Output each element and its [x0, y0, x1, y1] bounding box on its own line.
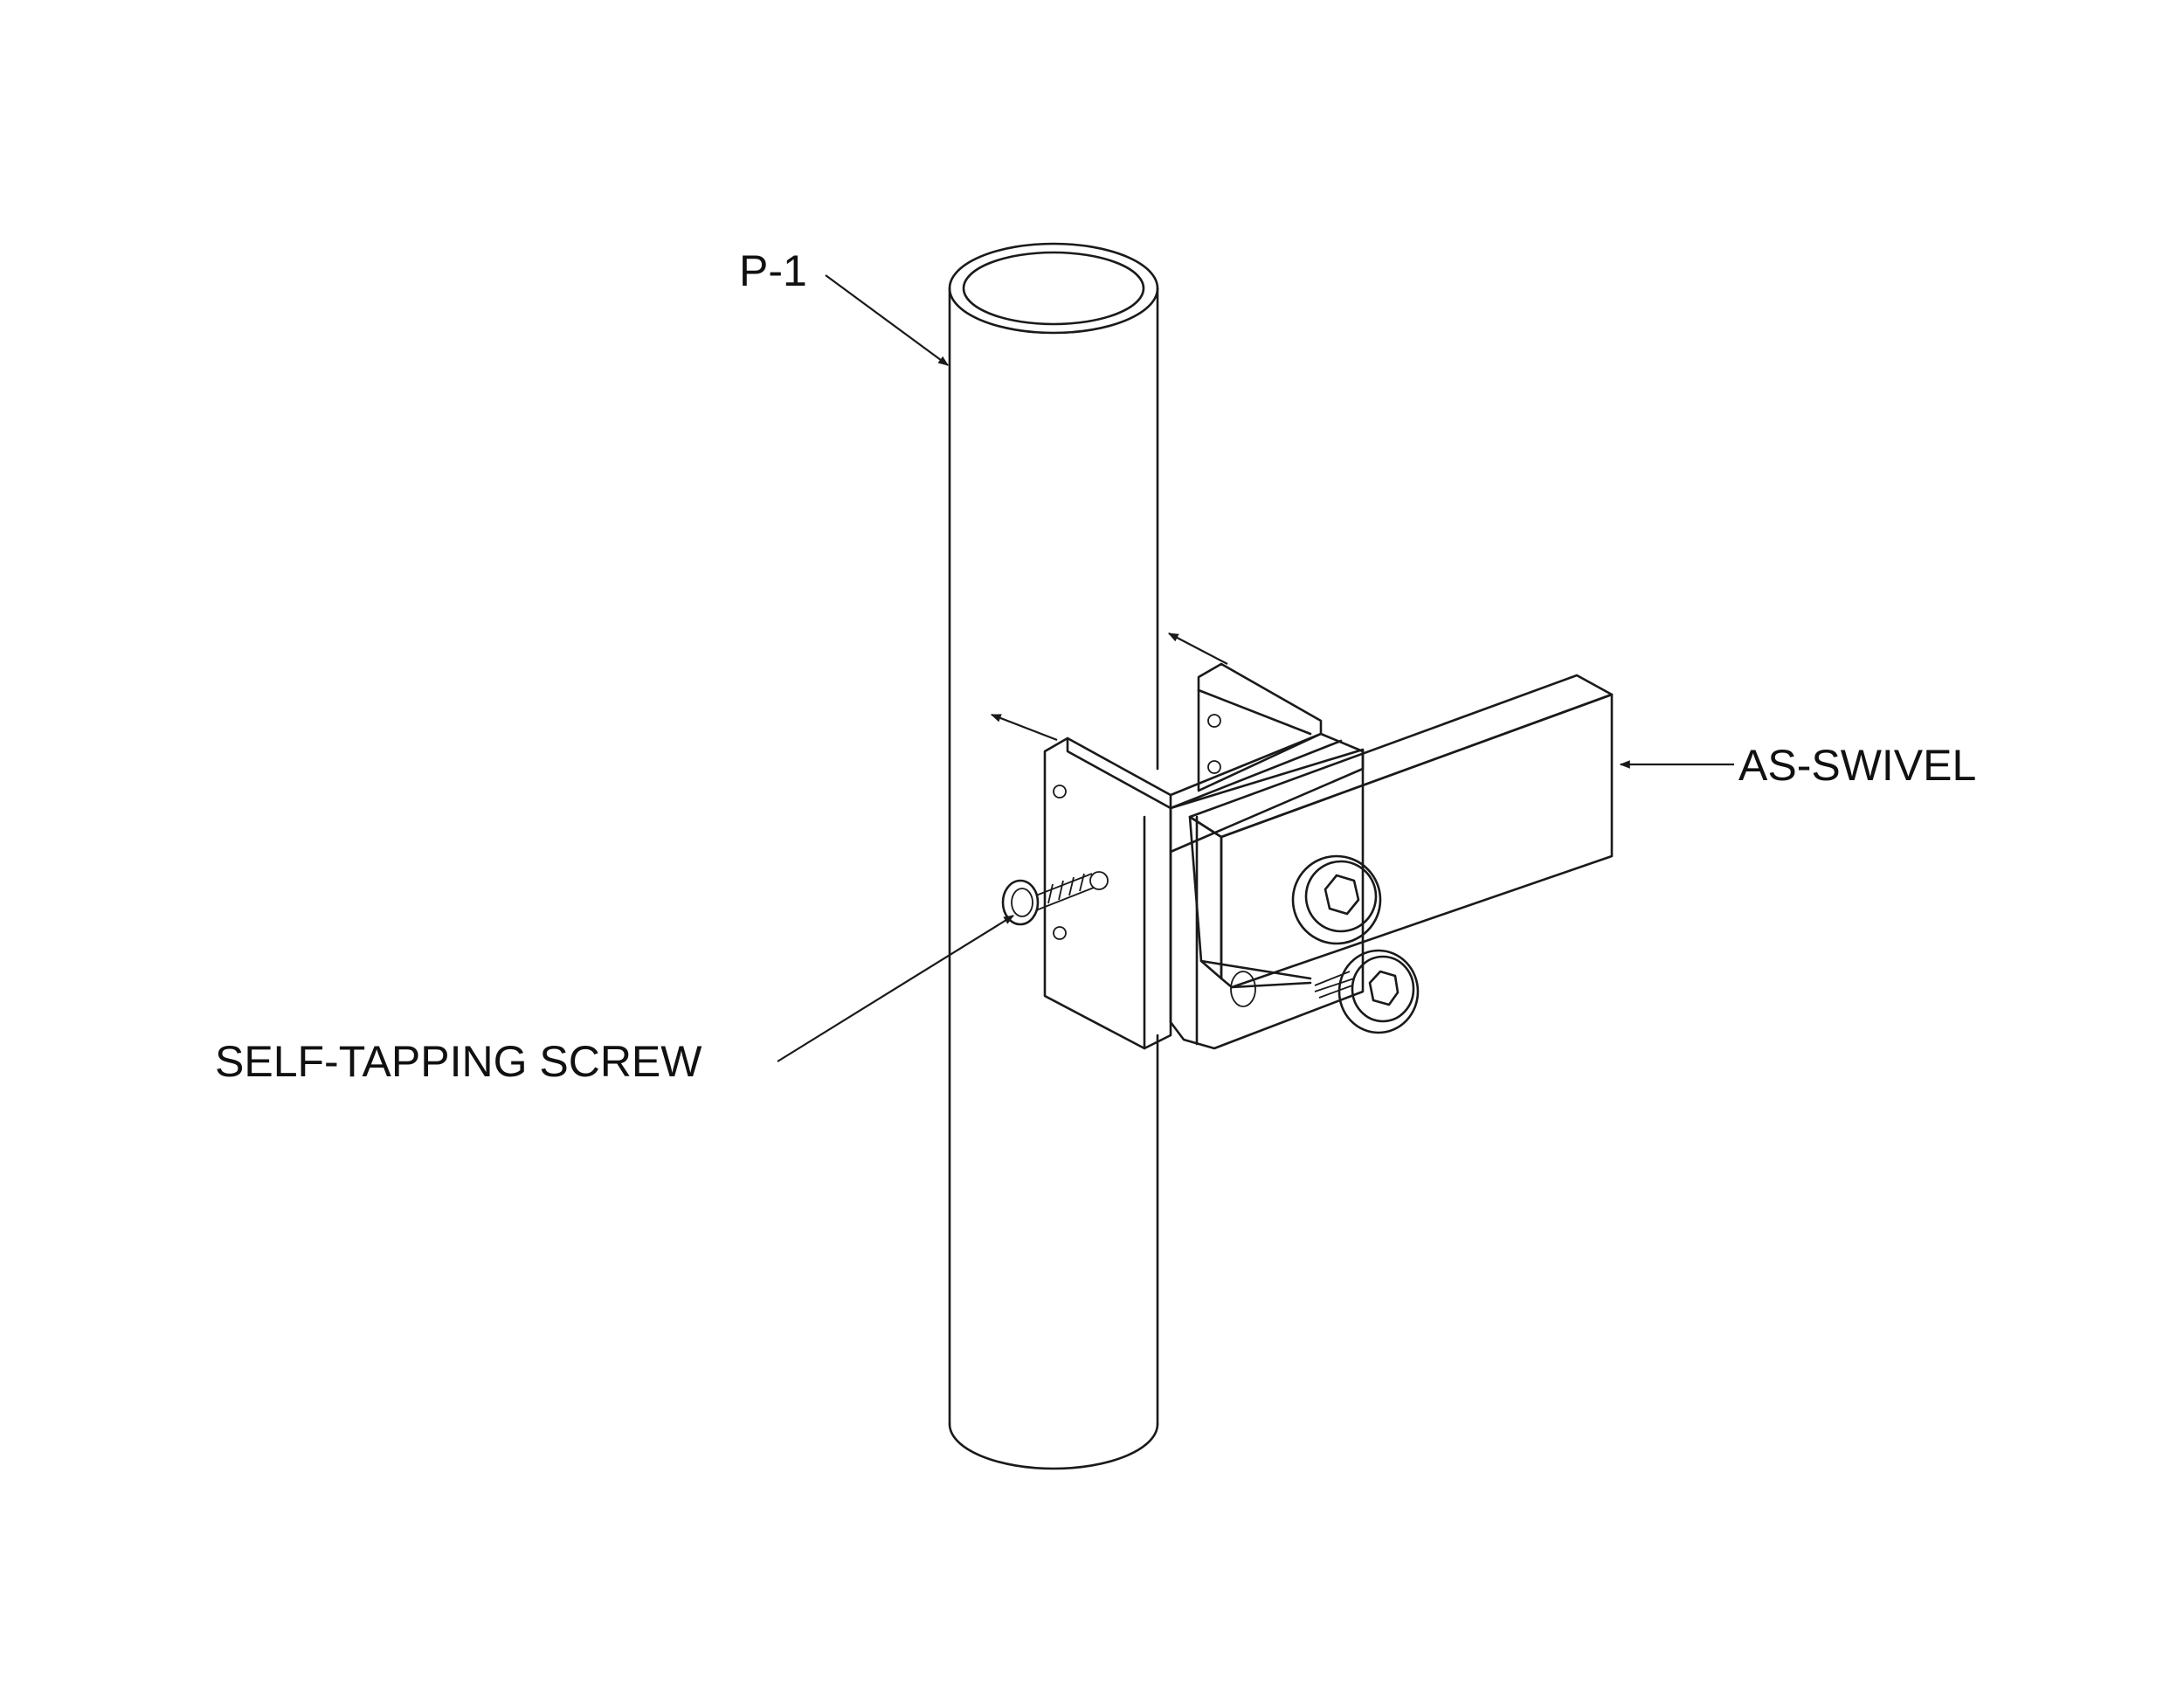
callout-self-tapping-screw: SELF-TAPPING SCREW [215, 1037, 702, 1086]
callout-as-swivel: AS-SWIVEL [1738, 741, 1976, 790]
leader-p1 [825, 274, 949, 366]
install-arrow-front [990, 713, 1058, 742]
rear-bracket-leg [1197, 662, 1323, 792]
cap-screw-lower [1314, 949, 1420, 1034]
install-arrow-rear [1167, 633, 1228, 665]
self-tapping-screw [1001, 871, 1109, 926]
callout-p1: P-1 [739, 246, 807, 295]
front-bracket-leg [1043, 732, 1365, 1050]
pipe-p1 [948, 242, 1159, 1470]
swivel-body [1169, 674, 1614, 1050]
cap-screw-upper [1291, 854, 1382, 945]
leader-self-tapping-screw [777, 915, 1015, 1062]
